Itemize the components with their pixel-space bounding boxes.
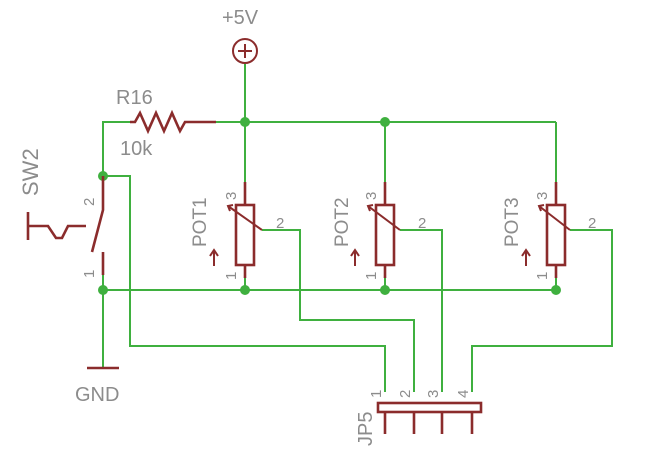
pot-pin-bottom: 1 bbox=[534, 272, 551, 280]
header-pins-icon bbox=[383, 412, 474, 434]
header-pin-4: 4 bbox=[455, 390, 472, 398]
header-pin-1: 1 bbox=[368, 390, 385, 398]
pot-pin-bottom: 1 bbox=[363, 272, 380, 280]
header-pin-2: 2 bbox=[397, 390, 414, 398]
resistor-name: R16 bbox=[116, 87, 153, 109]
wiper-arrow-icon bbox=[537, 204, 571, 231]
junction-dot bbox=[380, 117, 390, 127]
pot-name: POT1 bbox=[190, 197, 211, 247]
wire-pot2-wiper bbox=[400, 229, 443, 392]
switch-pin-top: 2 bbox=[81, 198, 98, 206]
potentiometer-pot3: 3 1 2 POT3 bbox=[502, 182, 596, 280]
junction-dot bbox=[240, 285, 250, 295]
wire-r16-left bbox=[102, 121, 130, 176]
ground-label: GND bbox=[75, 384, 119, 406]
junction-dot bbox=[240, 117, 250, 127]
pot-pin-wiper: 2 bbox=[276, 215, 284, 232]
potentiometer-pot2: 3 1 2 POT2 bbox=[332, 182, 426, 280]
pot-pin-bottom: 1 bbox=[223, 272, 240, 280]
wiper-arrow-icon bbox=[226, 204, 263, 231]
wiper-arrow-icon bbox=[366, 204, 401, 231]
pot-name: POT2 bbox=[332, 197, 353, 247]
switch-sw2: 2 1 SW2 bbox=[18, 148, 105, 278]
header-name: JP5 bbox=[355, 412, 377, 446]
junction-dot bbox=[98, 285, 108, 295]
resistor-r16: R16 10k bbox=[116, 87, 216, 160]
resistor-value: 10k bbox=[120, 138, 153, 160]
switch-actuator-icon bbox=[26, 212, 86, 240]
plus-icon bbox=[238, 44, 252, 58]
ground-symbol: GND bbox=[75, 366, 119, 406]
junctions bbox=[98, 117, 561, 295]
header-jp5: 1 2 3 4 JP5 bbox=[355, 390, 483, 446]
junction-dot bbox=[380, 285, 390, 295]
header-pin-3: 3 bbox=[425, 390, 442, 398]
adjust-arrow-icon bbox=[209, 248, 219, 266]
pot-name: POT3 bbox=[502, 197, 523, 247]
resistor-zigzag-icon bbox=[130, 109, 216, 135]
supply-symbol: +5V bbox=[222, 7, 259, 64]
junction-dot bbox=[551, 285, 561, 295]
switch-pin-bottom: 1 bbox=[81, 270, 98, 278]
wires bbox=[102, 64, 613, 392]
adjust-arrow-icon bbox=[521, 248, 531, 266]
potentiometer-pot1: 3 1 2 POT1 bbox=[190, 182, 284, 280]
wire-pot3-wiper bbox=[471, 229, 613, 392]
pot-pin-wiper: 2 bbox=[588, 215, 596, 232]
wire-pot1-wiper bbox=[262, 229, 415, 392]
adjust-arrow-icon bbox=[350, 248, 360, 266]
switch-contact-icon bbox=[90, 176, 105, 275]
pot-pin-top: 3 bbox=[223, 192, 240, 200]
wire-switch-out bbox=[103, 175, 386, 392]
pot-pin-wiper: 2 bbox=[418, 215, 426, 232]
switch-name: SW2 bbox=[18, 148, 43, 196]
header-body-icon bbox=[376, 401, 483, 414]
pot-pin-top: 3 bbox=[534, 192, 551, 200]
supply-label: +5V bbox=[222, 7, 259, 29]
pot-pin-top: 3 bbox=[363, 192, 380, 200]
supply-circle-icon bbox=[232, 38, 258, 64]
